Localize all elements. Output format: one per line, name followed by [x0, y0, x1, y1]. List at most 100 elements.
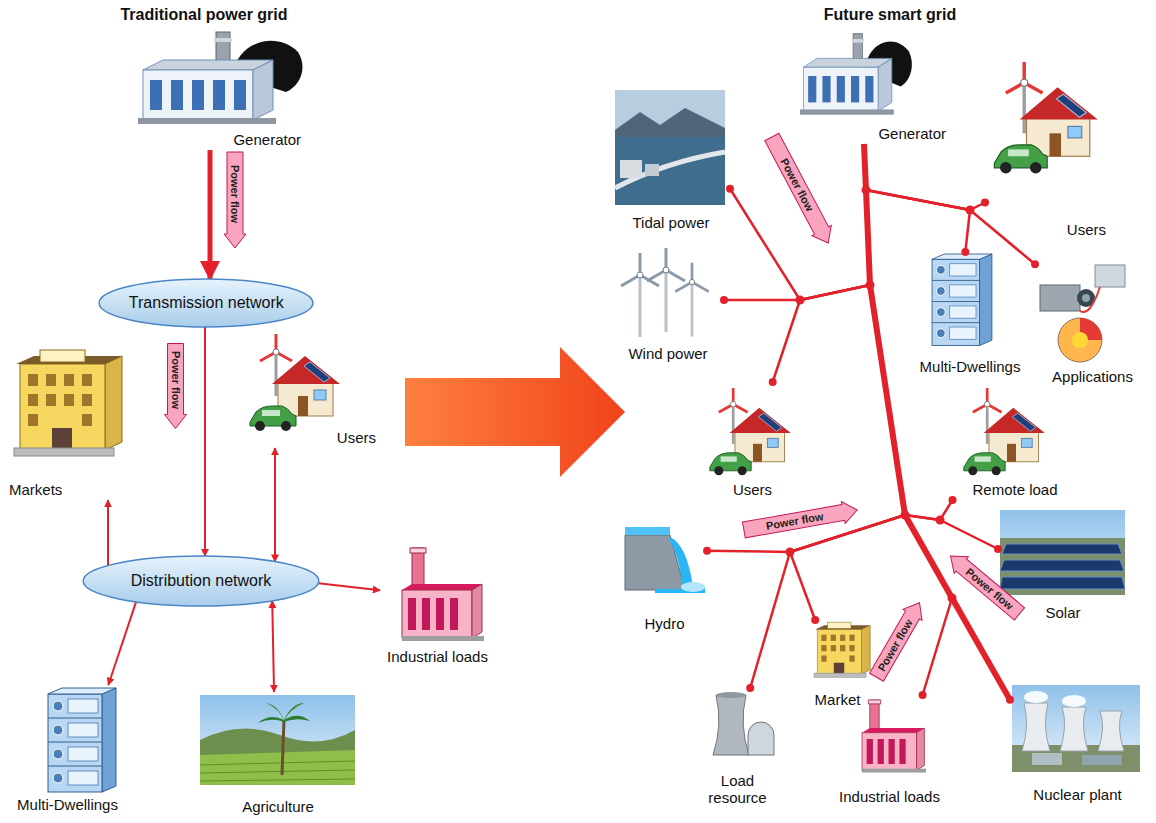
node-label: Power flow — [230, 165, 241, 223]
industry-icon — [402, 548, 484, 641]
transition-arrow — [405, 347, 625, 477]
tidal-photo-part — [615, 152, 725, 188]
node-label: Solar — [1045, 604, 1080, 621]
arrow-shape — [762, 132, 838, 248]
arrow-shape — [867, 597, 929, 682]
industry-icon — [862, 700, 926, 773]
tower-icon-part — [932, 254, 992, 346]
arrow-shape — [164, 344, 186, 429]
applications-icon-part — [1072, 332, 1088, 348]
end-dot — [949, 496, 957, 504]
node-label: Remote load — [972, 481, 1057, 498]
node-label: Nuclear plant — [1033, 786, 1121, 803]
node-label: Generator — [233, 131, 301, 148]
applications-icon-part — [1095, 265, 1125, 287]
node-label: Tidal power — [633, 214, 710, 231]
junction-dots-part — [966, 206, 975, 215]
connector-layer-part — [108, 144, 1035, 700]
solar-photo-part — [1000, 510, 1125, 595]
node-label: Industrial loads — [839, 788, 940, 805]
icon-node: Users — [240, 330, 380, 448]
nuclear-photo-part — [1022, 703, 1050, 751]
power-flow-arrow: Power flow — [762, 132, 838, 248]
power-line — [107, 500, 109, 566]
arrow-shape — [224, 152, 246, 248]
hydro-icon-part — [655, 537, 705, 593]
wind-turbines — [621, 248, 709, 337]
market-icon — [814, 622, 870, 677]
power-line — [272, 601, 274, 692]
end-dot — [746, 684, 754, 692]
user-house-icon-part — [710, 388, 791, 475]
solar-photo-part — [1000, 577, 1125, 589]
tidal-photo-part — [615, 108, 725, 137]
solar-photo-part — [1000, 538, 1125, 595]
user-house-icon — [994, 62, 1098, 174]
junction-dots-part — [786, 548, 795, 557]
power-line — [274, 448, 276, 562]
power-line — [208, 150, 213, 279]
node-label: Power flow — [876, 617, 915, 673]
end-dot — [994, 545, 1002, 553]
agriculture-photo-part — [200, 729, 355, 785]
nuclear-photo-part — [1032, 753, 1062, 765]
applications-icon-part — [1080, 287, 1100, 312]
power-flow-arrow: Power flow — [224, 152, 246, 248]
power-line — [864, 144, 952, 695]
junction-dots-part — [948, 594, 957, 603]
icon-node: Tidal power — [612, 88, 730, 233]
tidal-photo-part — [645, 164, 659, 176]
agriculture-photo-part — [258, 717, 284, 723]
icon-node: Wind power — [612, 252, 724, 364]
junction-dots-part — [901, 511, 910, 520]
power-line — [108, 602, 136, 685]
tidal-photo — [615, 90, 725, 205]
network-ellipse: Transmission network — [98, 278, 314, 328]
network-ellipse: Distribution network — [82, 555, 320, 607]
power-line — [204, 327, 206, 556]
applications-icon-part — [1082, 294, 1090, 302]
power-line — [730, 144, 870, 300]
end-dot — [961, 248, 969, 256]
hydro-icon-part — [625, 527, 670, 535]
hydro-icon-part — [681, 582, 705, 592]
agriculture-photo-part — [284, 703, 304, 721]
nuclear-photo-part — [1012, 685, 1140, 772]
load-resource-icon-part — [716, 692, 746, 698]
remote-house-icon — [964, 388, 1045, 475]
node-label: Agriculture — [242, 798, 314, 815]
power-flow-arrow: Power flow — [943, 548, 1026, 623]
nuclear-photo-part — [1082, 755, 1122, 765]
connector-layer-part — [703, 185, 1039, 704]
power-line — [864, 144, 1010, 700]
node-label: Multi-Dwellings — [920, 358, 1021, 375]
end-dot — [811, 616, 819, 624]
icon-node: Load resource — [694, 688, 781, 808]
arrow-shape — [741, 499, 858, 541]
nuclear-photo-part — [1062, 695, 1086, 707]
tidal-photo-part — [615, 90, 725, 205]
node-label: Power flow — [964, 566, 1016, 612]
user-house-icon — [250, 334, 340, 431]
user-house-icon-part — [994, 62, 1098, 174]
end-dot — [720, 296, 728, 304]
end-dot — [919, 691, 927, 699]
generator-icon-part — [138, 32, 302, 124]
hydro-icon — [625, 527, 705, 593]
end-dot — [1006, 696, 1014, 704]
user-house-icon-part — [250, 334, 340, 431]
icon-node: Markets — [5, 345, 125, 500]
market-icon-part — [14, 350, 122, 456]
icon-node: Market — [800, 620, 875, 710]
power-flow-arrow: Power flow — [164, 344, 186, 429]
power-flow-arrow: Power flow — [867, 597, 929, 682]
agriculture-photo-part — [200, 779, 355, 781]
applications-icon-part — [1040, 285, 1080, 311]
node-label: Power flow — [170, 351, 181, 409]
agriculture-photo — [200, 695, 355, 785]
wind-turbines-part — [675, 263, 708, 337]
agriculture-photo-part — [200, 695, 355, 785]
